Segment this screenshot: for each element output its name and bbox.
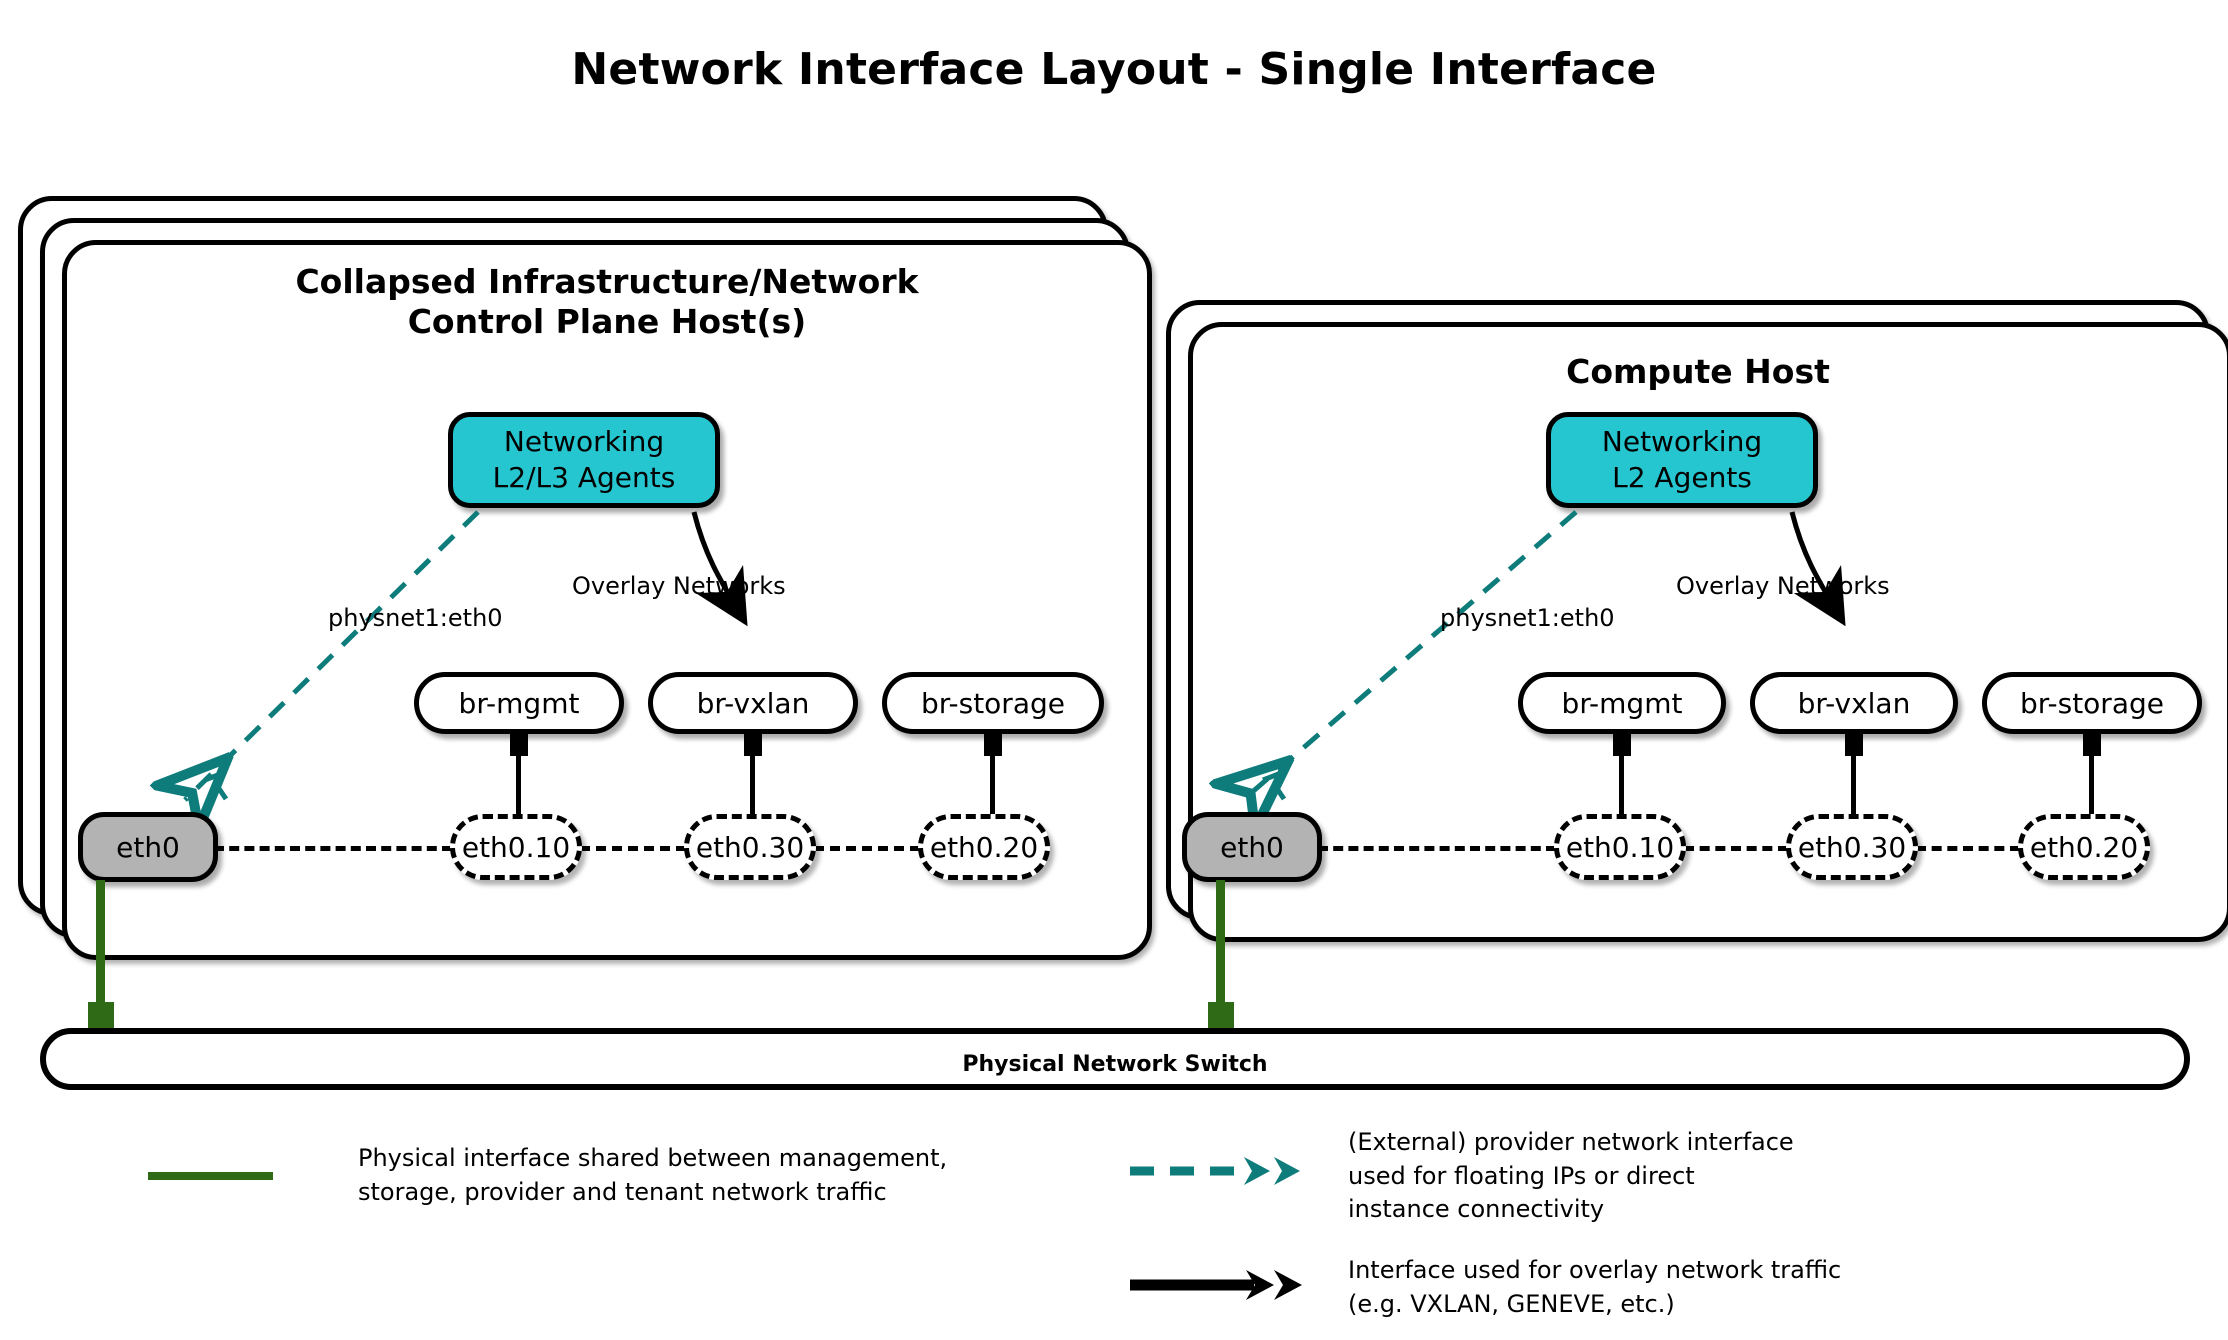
legend-overlay-line2: (e.g. VXLAN, GENEVE, etc.) <box>1348 1289 1675 1318</box>
compute-stem-storage <box>2089 734 2094 826</box>
compute-bridge-br-vxlan[interactable]: br-vxlan <box>1750 672 1958 734</box>
control-plane-host-title-line1: Collapsed Infrastructure/Network <box>295 262 919 301</box>
compute-vlan-bus-3 <box>1916 846 2020 851</box>
control-plane-bridge-br-mgmt[interactable]: br-mgmt <box>414 672 624 734</box>
legend-physical-line2: storage, provider and tenant network tra… <box>358 1177 887 1206</box>
compute-vlan-eth0-10[interactable]: eth0.10 <box>1554 814 1686 880</box>
compute-vlan-eth0-30[interactable]: eth0.30 <box>1786 814 1918 880</box>
control-plane-bridge-br-mgmt-label: br-mgmt <box>458 686 580 720</box>
compute-agents-line2: L2 Agents <box>1612 461 1752 494</box>
compute-stem-vxlan <box>1851 734 1856 826</box>
control-plane-networking-agents-box[interactable]: Networking L2/L3 Agents <box>448 412 720 508</box>
compute-bridge-br-mgmt-label: br-mgmt <box>1561 686 1683 720</box>
control-plane-eth0-label: eth0 <box>116 830 180 864</box>
compute-bridge-br-storage-label: br-storage <box>2020 686 2164 720</box>
compute-stem-mgmt <box>1619 734 1624 826</box>
control-plane-physical-uplink <box>96 880 105 1008</box>
compute-connector-arrows <box>1100 510 1846 1000</box>
control-plane-bridge-br-storage[interactable]: br-storage <box>882 672 1104 734</box>
control-plane-host-title: Collapsed Infrastructure/Network Control… <box>62 262 1152 343</box>
compute-eth0-label: eth0 <box>1220 830 1284 864</box>
control-plane-bridge-br-vxlan-label: br-vxlan <box>696 686 810 720</box>
control-plane-vlan-eth0-30[interactable]: eth0.30 <box>684 814 816 880</box>
control-plane-physical-interface-eth0[interactable]: eth0 <box>78 812 218 882</box>
legend-provider-line2: used for floating IPs or direct <box>1348 1161 1695 1190</box>
control-plane-stem-storage <box>990 734 995 826</box>
compute-vlan-eth0-20-label: eth0.20 <box>2029 830 2139 864</box>
control-plane-vlan-eth0-20-label: eth0.20 <box>929 830 1039 864</box>
control-plane-vlan-eth0-10-label: eth0.10 <box>461 830 571 864</box>
legend-physical-swatch <box>148 1172 273 1180</box>
compute-host-title-line1: Compute Host <box>1566 352 1830 391</box>
control-plane-vlan-eth0-30-label: eth0.30 <box>695 830 805 864</box>
compute-bridge-br-vxlan-label: br-vxlan <box>1797 686 1911 720</box>
physical-network-switch[interactable]: Physical Network Switch <box>40 1028 2190 1090</box>
control-plane-vlan-bus-2 <box>580 846 686 851</box>
legend-physical-text: Physical interface shared between manage… <box>358 1142 978 1209</box>
compute-vlan-eth0-10-label: eth0.10 <box>1565 830 1675 864</box>
compute-vlan-eth0-30-label: eth0.30 <box>1797 830 1907 864</box>
compute-vlan-eth0-20[interactable]: eth0.20 <box>2018 814 2150 880</box>
control-plane-vlan-eth0-10[interactable]: eth0.10 <box>450 814 582 880</box>
compute-physical-interface-eth0[interactable]: eth0 <box>1182 812 1322 882</box>
physical-network-switch-label: Physical Network Switch <box>962 1052 1268 1077</box>
legend-provider-line1: (External) provider network interface <box>1348 1128 1794 1156</box>
control-plane-connector-arrows <box>0 510 748 1000</box>
legend-provider-text: (External) provider network interface us… <box>1348 1126 1868 1227</box>
control-plane-overlay-label: Overlay Networks <box>572 572 786 600</box>
control-plane-vlan-bus-1 <box>214 846 452 851</box>
legend-physical-line1: Physical interface shared between manage… <box>358 1144 948 1172</box>
compute-host-title: Compute Host <box>1188 352 2208 392</box>
legend-overlay-line1: Interface used for overlay network traff… <box>1348 1256 1842 1284</box>
control-plane-stem-vxlan <box>750 734 755 826</box>
compute-agents-line1: Networking <box>1601 425 1763 459</box>
legend-overlay-swatch <box>1130 1270 1302 1300</box>
compute-networking-agents-box[interactable]: Networking L2 Agents <box>1546 412 1818 508</box>
control-plane-host-title-line2: Control Plane Host(s) <box>407 302 807 342</box>
control-plane-vlan-bus-3 <box>814 846 920 851</box>
control-plane-agents-line2: L2/L3 Agents <box>492 461 676 494</box>
control-plane-stem-mgmt <box>516 734 521 826</box>
legend-provider-swatch <box>1130 1157 1300 1185</box>
page-title: Network Interface Layout - Single Interf… <box>571 44 1657 95</box>
compute-provider-label: physnet1:eth0 <box>1440 604 1615 632</box>
control-plane-bridge-br-storage-label: br-storage <box>921 686 1065 720</box>
legend-overlay-text: Interface used for overlay network traff… <box>1348 1254 1888 1321</box>
control-plane-vlan-eth0-20[interactable]: eth0.20 <box>918 814 1050 880</box>
compute-overlay-label: Overlay Networks <box>1676 572 1890 600</box>
compute-physical-uplink <box>1216 880 1225 1008</box>
compute-bridge-br-mgmt[interactable]: br-mgmt <box>1518 672 1726 734</box>
compute-vlan-bus-1 <box>1318 846 1556 851</box>
compute-vlan-bus-2 <box>1684 846 1788 851</box>
control-plane-agents-line1: Networking <box>503 425 665 459</box>
control-plane-provider-label: physnet1:eth0 <box>328 604 503 632</box>
control-plane-bridge-br-vxlan[interactable]: br-vxlan <box>648 672 858 734</box>
legend-provider-line3: instance connectivity <box>1348 1195 1605 1224</box>
compute-bridge-br-storage[interactable]: br-storage <box>1982 672 2202 734</box>
